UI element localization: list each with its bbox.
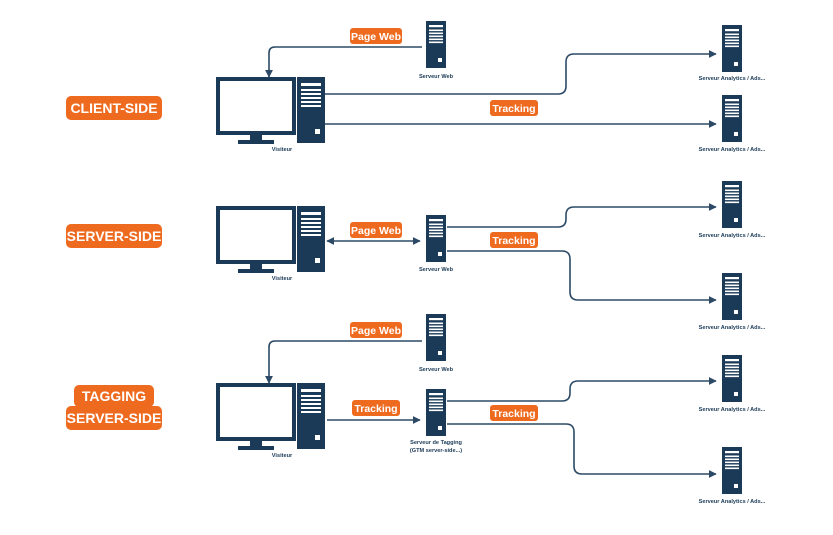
client-side-label: CLIENT-SIDE	[70, 100, 157, 116]
page-web-tag-text: Page Web	[351, 31, 401, 43]
tracking-arrow	[447, 423, 717, 478]
tagging-server-side-badge	[66, 406, 162, 430]
tracking-tag-text: Tracking	[492, 103, 535, 115]
server-side-label: SERVER-SIDE	[67, 228, 162, 244]
tracking-tag	[352, 400, 400, 416]
section-client-side: CLIENT-SIDE Visiteur Serveur Web Serveur…	[66, 21, 766, 153]
visitor-tower-icon	[297, 383, 325, 449]
tracking-arrow	[447, 203, 717, 228]
analytics-server-icon	[722, 273, 742, 320]
visitor-monitor-icon	[216, 77, 296, 146]
tracking-tag	[490, 100, 538, 116]
tracking-arrow	[325, 50, 717, 95]
page-web-arrow	[265, 46, 422, 78]
tagging-server-icon	[426, 389, 446, 436]
analytics-server-icon	[722, 181, 742, 228]
analytics-server-caption: Serveur Analytics / Ads...	[699, 233, 766, 239]
analytics-server-icon	[722, 355, 742, 402]
web-server-icon	[426, 314, 446, 361]
visitor-caption: Visiteur	[272, 453, 293, 459]
server-side-badge	[66, 224, 162, 248]
web-server-icon	[426, 215, 446, 262]
section-tagging-server-side: TAGGING SERVER-SIDE Visiteur Serveur Web…	[66, 314, 766, 505]
tagging-server-side-label: SERVER-SIDE	[67, 410, 162, 426]
page-web-tag-text: Page Web	[351, 225, 401, 237]
visitor-tower-icon	[297, 77, 325, 143]
visitor-caption: Visiteur	[272, 276, 293, 282]
tracking-tag	[490, 405, 538, 421]
page-web-tag	[350, 222, 402, 238]
client-side-badge	[66, 96, 162, 120]
visitor-monitor-icon	[216, 383, 296, 452]
tracking-tag-text: Tracking	[354, 403, 397, 415]
analytics-server-caption: Serveur Analytics / Ads...	[699, 76, 766, 82]
analytics-server-caption: Serveur Analytics / Ads...	[699, 407, 766, 413]
page-web-tag-text: Page Web	[351, 325, 401, 337]
visitor-tower-icon	[297, 206, 325, 272]
tagging-label: TAGGING	[82, 388, 146, 404]
page-web-tag	[350, 28, 402, 44]
tagging-server-caption-sub: (GTM server-side...)	[410, 448, 462, 454]
web-server-icon	[426, 21, 446, 68]
tagging-server-caption: Serveur de Tagging	[410, 440, 462, 446]
analytics-server-caption: Serveur Analytics / Ads...	[699, 325, 766, 331]
page-web-tag	[350, 322, 402, 338]
analytics-server-icon	[722, 25, 742, 72]
section-server-side: SERVER-SIDE Visiteur Serveur Web Serveur…	[66, 181, 766, 331]
analytics-server-icon	[722, 95, 742, 142]
analytics-server-icon	[722, 447, 742, 494]
visitor-caption: Visiteur	[272, 147, 293, 153]
tagging-badge	[74, 385, 154, 407]
tracking-tag-text: Tracking	[492, 408, 535, 420]
web-server-caption: Serveur Web	[419, 74, 454, 80]
web-server-caption: Serveur Web	[419, 367, 454, 373]
tracking-arrow	[447, 250, 717, 304]
page-web-arrow	[265, 340, 422, 384]
visitor-monitor-icon	[216, 206, 296, 275]
analytics-server-caption: Serveur Analytics / Ads...	[699, 147, 766, 153]
web-server-caption: Serveur Web	[419, 267, 454, 273]
tracking-tag	[490, 232, 538, 248]
analytics-server-caption: Serveur Analytics / Ads...	[699, 499, 766, 505]
tracking-tag-text: Tracking	[492, 235, 535, 247]
tracking-arrow	[447, 377, 717, 402]
